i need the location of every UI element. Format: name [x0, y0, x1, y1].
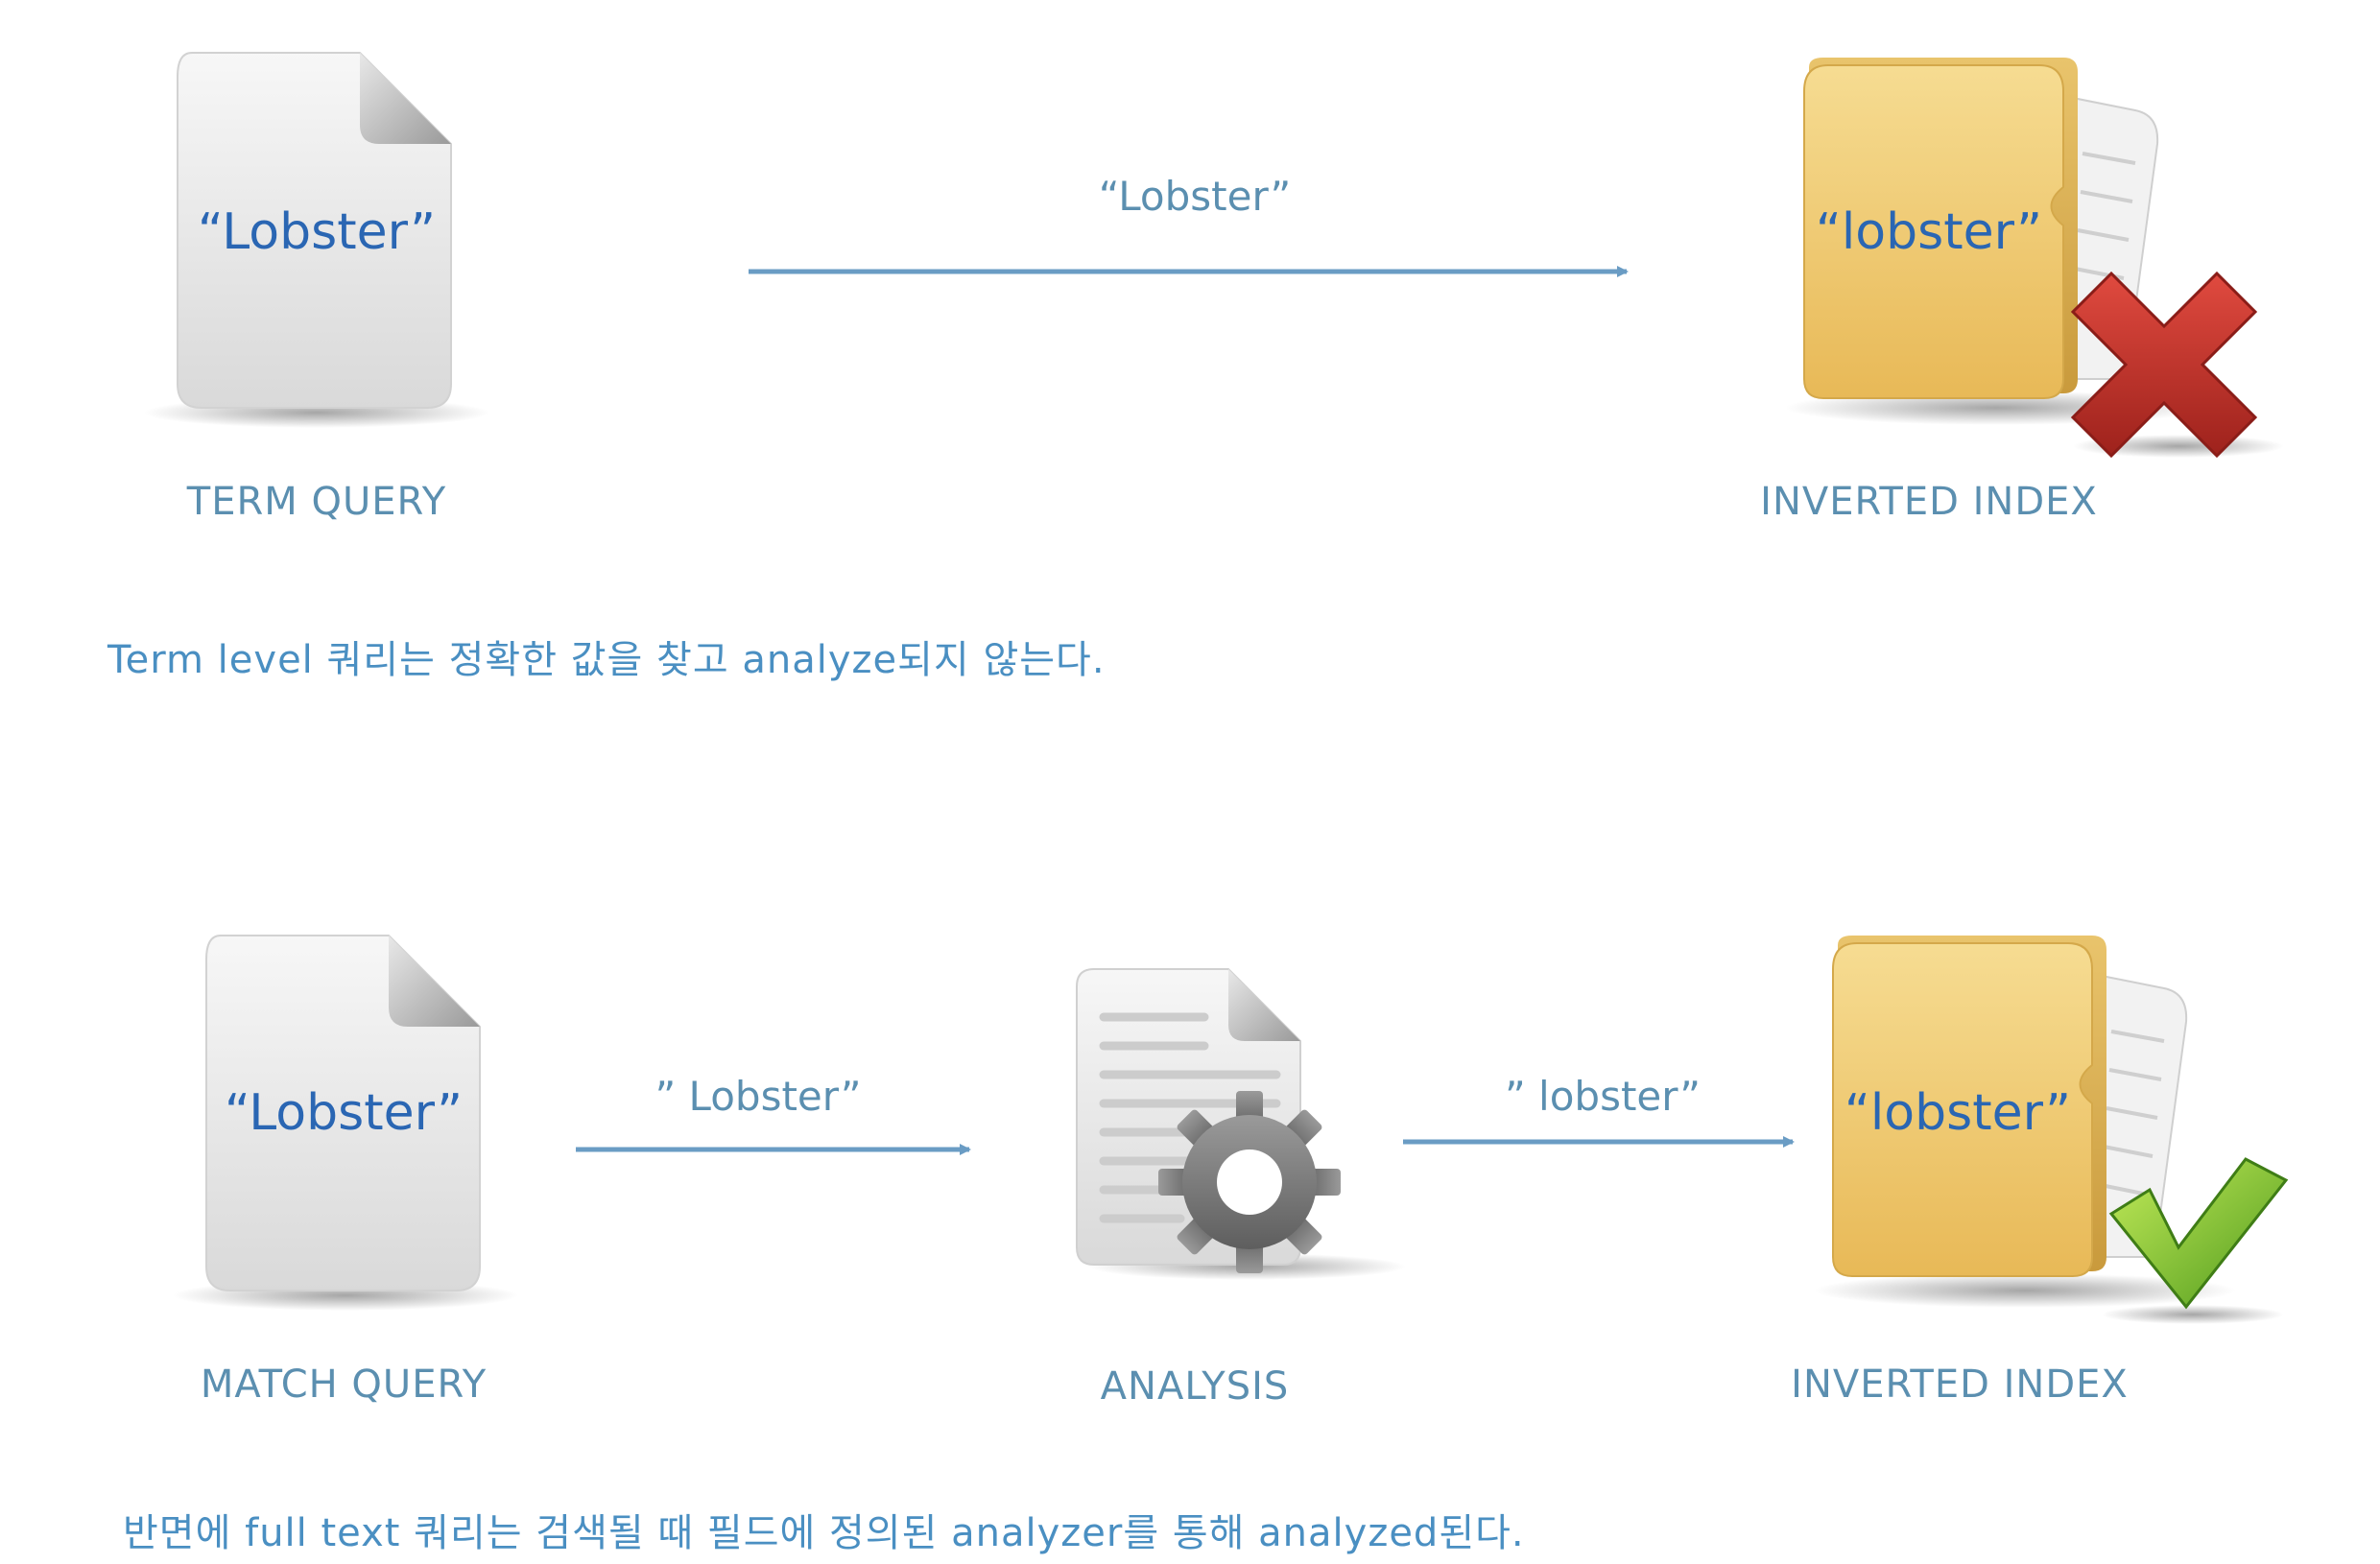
bottom-inverted-index-caption: INVERTED INDEX [1791, 1363, 2129, 1407]
check-mark-icon [2102, 1157, 2289, 1324]
match-query-document-icon [173, 935, 518, 1311]
top-arrow-label: “Lobster” [1098, 173, 1292, 220]
match-query-document-text: “Lobster” [224, 1084, 464, 1142]
bottom-index-folder-text: “lobster” [1844, 1084, 2072, 1142]
full-text-note: 반면에 full text 쿼리는 검색될 때 필드에 정의된 analyzer… [123, 1511, 1525, 1555]
match-query-caption: MATCH QUERY [200, 1363, 488, 1407]
bottom-arrow-2-label: ” lobster” [1504, 1073, 1702, 1120]
bottom-arrow-1-label: ” Lobster” [654, 1073, 862, 1120]
bottom-inverted-index-folder-icon [1814, 936, 2236, 1308]
term-query-document-text: “Lobster” [197, 203, 437, 261]
term-query-document-icon [144, 52, 489, 428]
x-mark-icon [2070, 271, 2284, 459]
top-index-folder-text: “lobster” [1815, 203, 2043, 261]
term-level-note: Term level 쿼리는 정확한 값을 찾고 analyze되지 않는다. [107, 638, 1106, 682]
analysis-caption: ANALYSIS [1100, 1364, 1290, 1409]
top-inverted-index-caption: INVERTED INDEX [1760, 480, 2098, 524]
term-query-caption: TERM QUERY [186, 480, 447, 524]
document-gear-icon [1076, 968, 1406, 1280]
